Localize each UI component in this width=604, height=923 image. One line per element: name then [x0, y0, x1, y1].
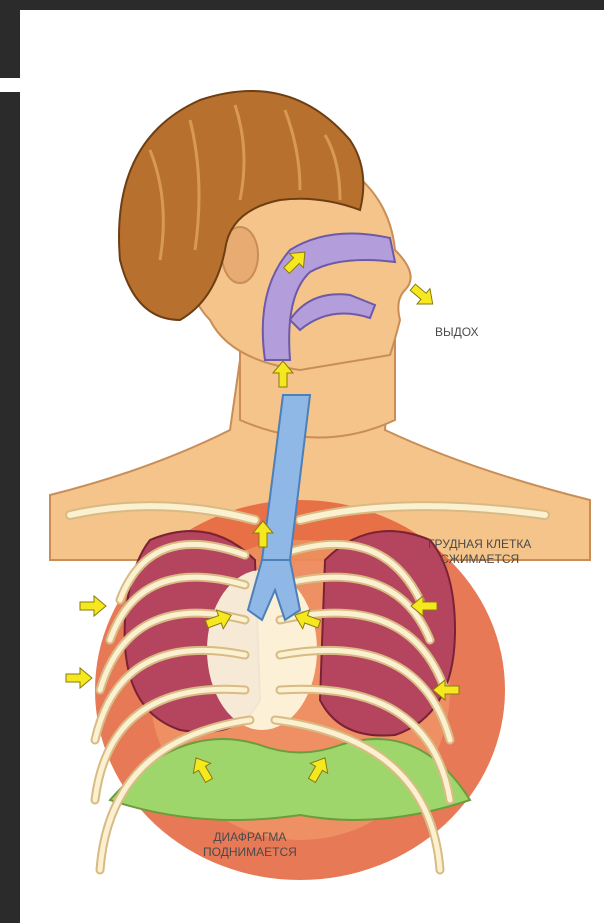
frame-left [0, 0, 20, 923]
frame-top [0, 0, 604, 10]
chest-label: ГРУДНАЯ КЛЕТКА СЖИМАЕТСЯ [428, 537, 531, 567]
diagram-panel: ВЫДОХ ГРУДНАЯ КЛЕТКА СЖИМАЕТСЯ ДИАФРАГМА… [20, 10, 604, 923]
diaphragm-label: ДИАФРАГМА ПОДНИМАЕТСЯ [203, 830, 297, 860]
breathing-illustration [20, 10, 604, 923]
slide-dash [0, 78, 20, 92]
exhale-label: ВЫДОХ [435, 325, 479, 340]
